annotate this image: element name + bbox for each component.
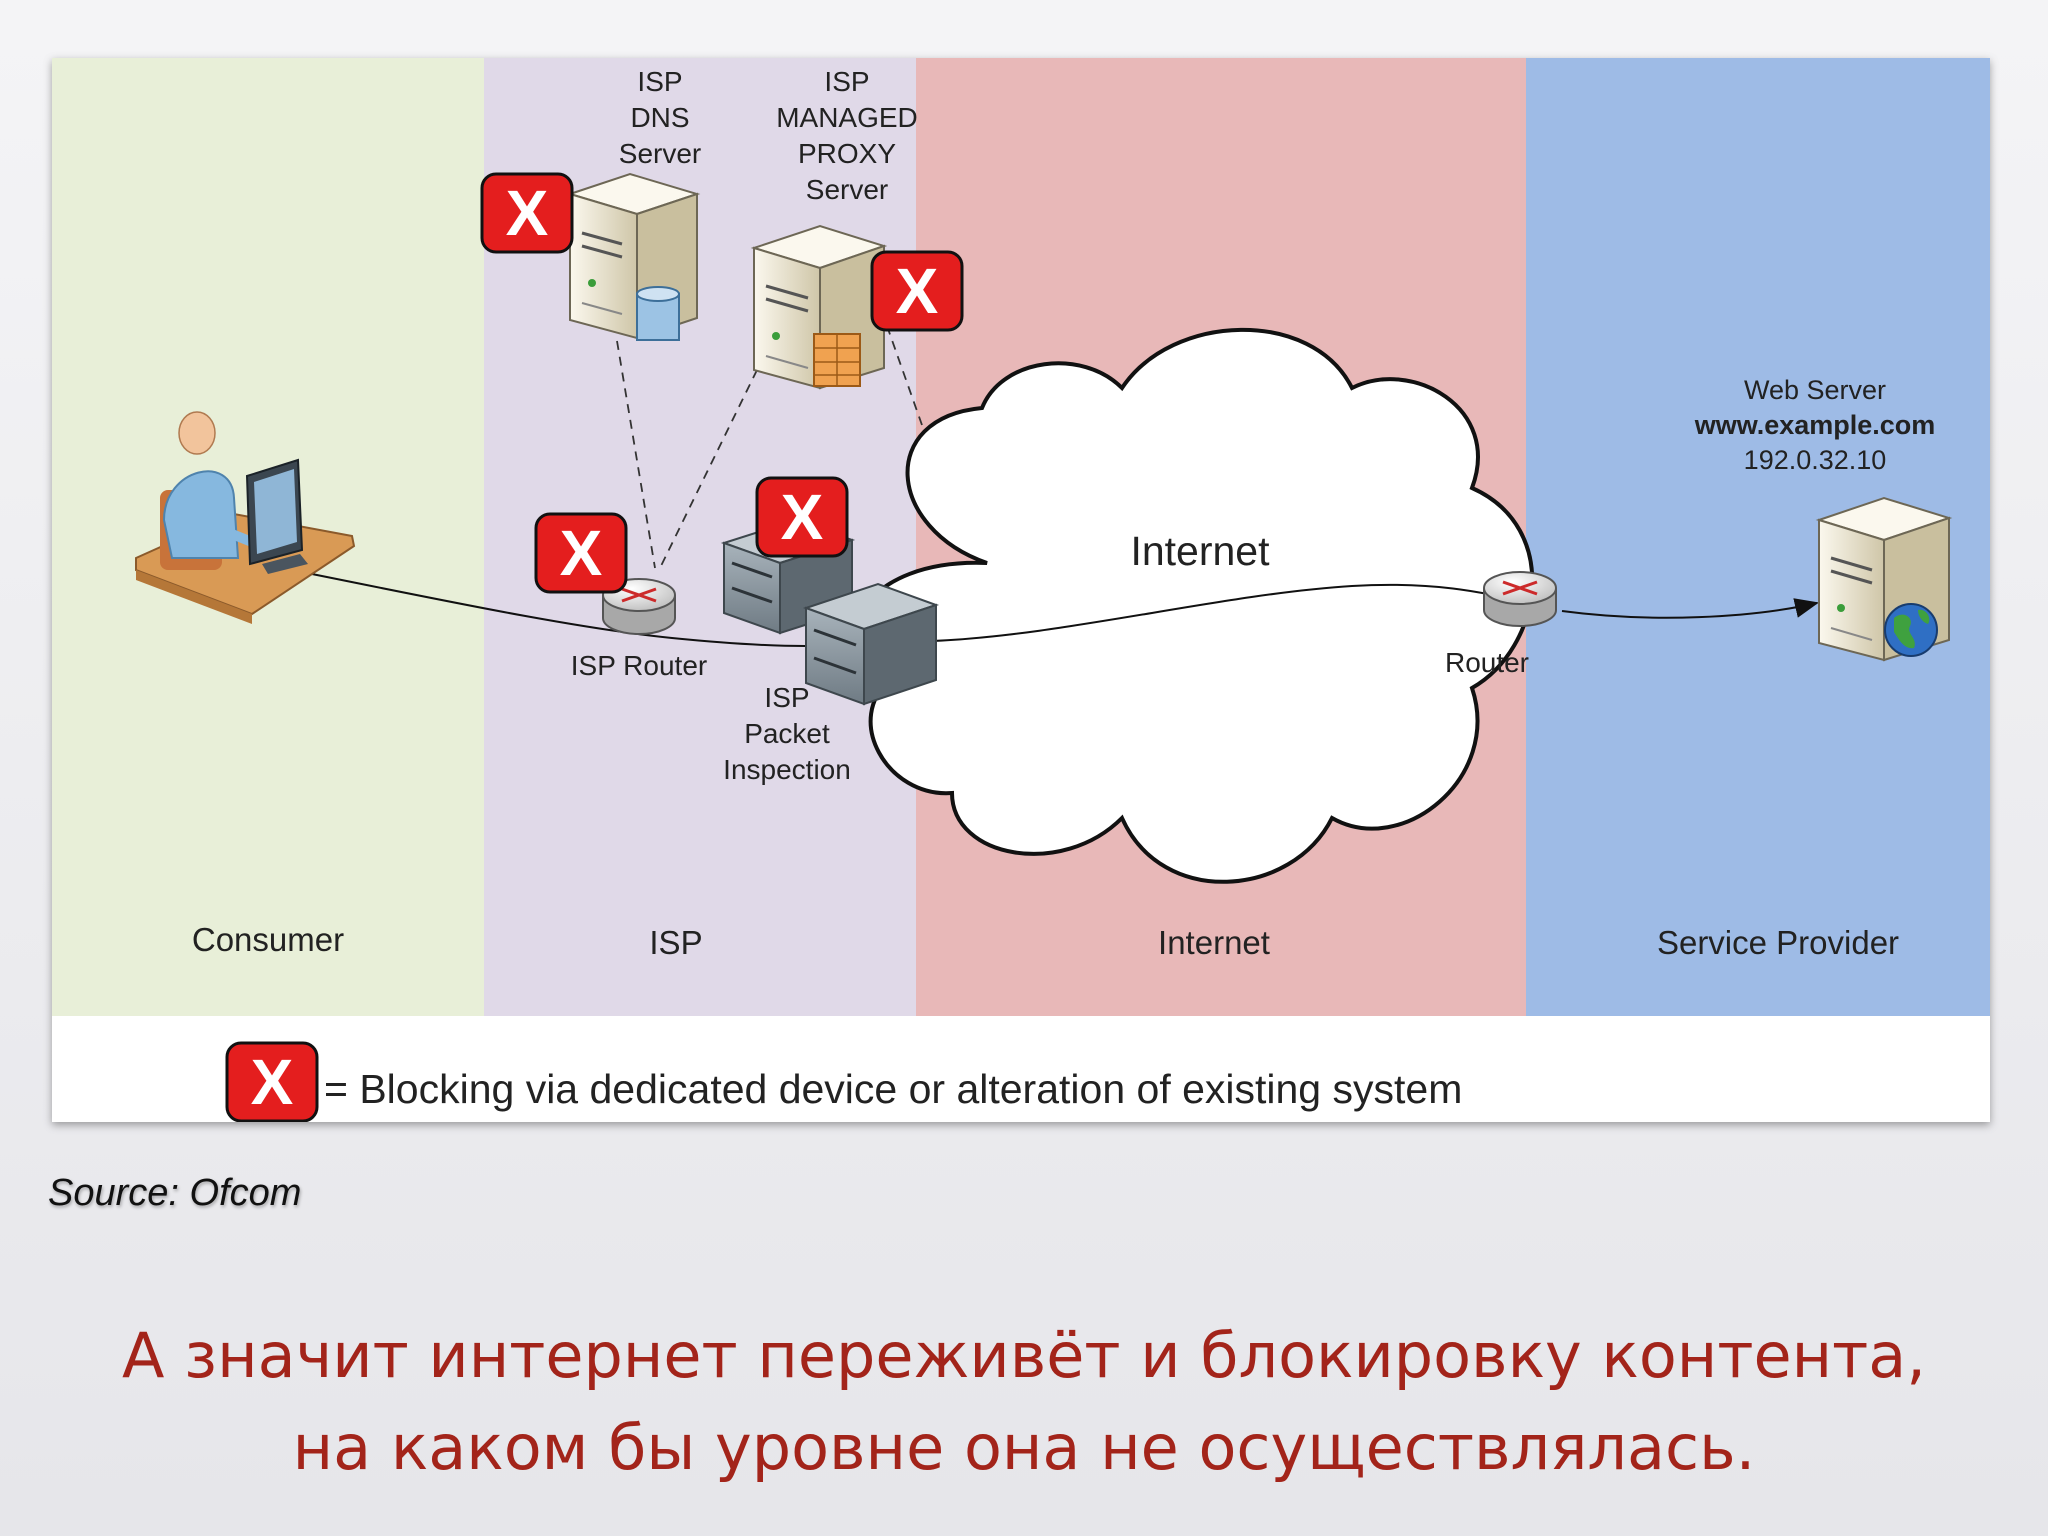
svg-text:192.0.32.10: 192.0.32.10 (1744, 445, 1887, 475)
cloud-label: Internet (1130, 528, 1270, 574)
svg-text:X: X (781, 481, 824, 553)
svg-text:ISP: ISP (764, 682, 809, 713)
svg-text:Packet: Packet (744, 718, 830, 749)
legend-block-marker: X (225, 1041, 319, 1122)
svg-text:Server: Server (806, 174, 888, 205)
caption-line-2: на каком бы уровне она не осуществлялась… (292, 1411, 1756, 1484)
svg-text:X: X (506, 177, 549, 249)
network-blocking-diagram: Consumer ISP Internet Service Provider I… (52, 58, 1990, 1122)
legend-text: = Blocking via dedicated device or alter… (324, 1066, 1462, 1112)
caption-line-1: А значит интернет переживёт и блокировку… (122, 1319, 1926, 1392)
legend: X = Blocking via dedicated device or alt… (225, 1041, 1462, 1122)
svg-text:X: X (896, 255, 939, 327)
zone-provider-label: Service Provider (1657, 924, 1899, 961)
block-marker-proxy: X (870, 250, 964, 332)
svg-text:Inspection: Inspection (723, 754, 851, 785)
web-server-label: Web Server www.example.com 192.0.32.10 (1694, 375, 1936, 475)
svg-text:Server: Server (619, 138, 701, 169)
block-marker-isp-router: X (534, 512, 628, 594)
dns-server-label: ISP DNS Server (619, 66, 701, 169)
svg-text:X: X (560, 517, 603, 589)
source-caption: Source: Ofcom (48, 1172, 302, 1214)
consumer-user-icon (135, 411, 356, 624)
zone-isp-label: ISP (649, 924, 702, 961)
svg-text:ISP: ISP (637, 66, 682, 97)
svg-text:X: X (251, 1046, 294, 1118)
svg-text:ISP: ISP (824, 66, 869, 97)
block-marker-dns: X (480, 172, 574, 254)
isp-router-label: ISP Router (571, 650, 707, 681)
web-server-icon (1815, 496, 1953, 662)
router-icon (1483, 571, 1557, 627)
svg-text:DNS: DNS (630, 102, 689, 133)
packet-inspection-label: ISP Packet Inspection (723, 682, 851, 785)
globe-icon (1884, 603, 1938, 657)
zone-consumer-label: Consumer (192, 921, 344, 958)
dns-server-icon (566, 172, 701, 341)
router-label: Router (1445, 647, 1529, 678)
svg-text:MANAGED: MANAGED (776, 102, 918, 133)
proxy-server-label: ISP MANAGED PROXY Server (776, 66, 918, 205)
proxy-server-icon (750, 224, 888, 390)
svg-text:Web Server: Web Server (1744, 375, 1886, 405)
block-marker-packet-inspection: X (755, 476, 849, 558)
svg-text:PROXY: PROXY (798, 138, 896, 169)
zone-internet-label: Internet (1158, 924, 1270, 961)
slide-caption: А значит интернет переживёт и блокировку… (0, 1310, 2048, 1494)
svg-text:www.example.com: www.example.com (1694, 410, 1936, 440)
